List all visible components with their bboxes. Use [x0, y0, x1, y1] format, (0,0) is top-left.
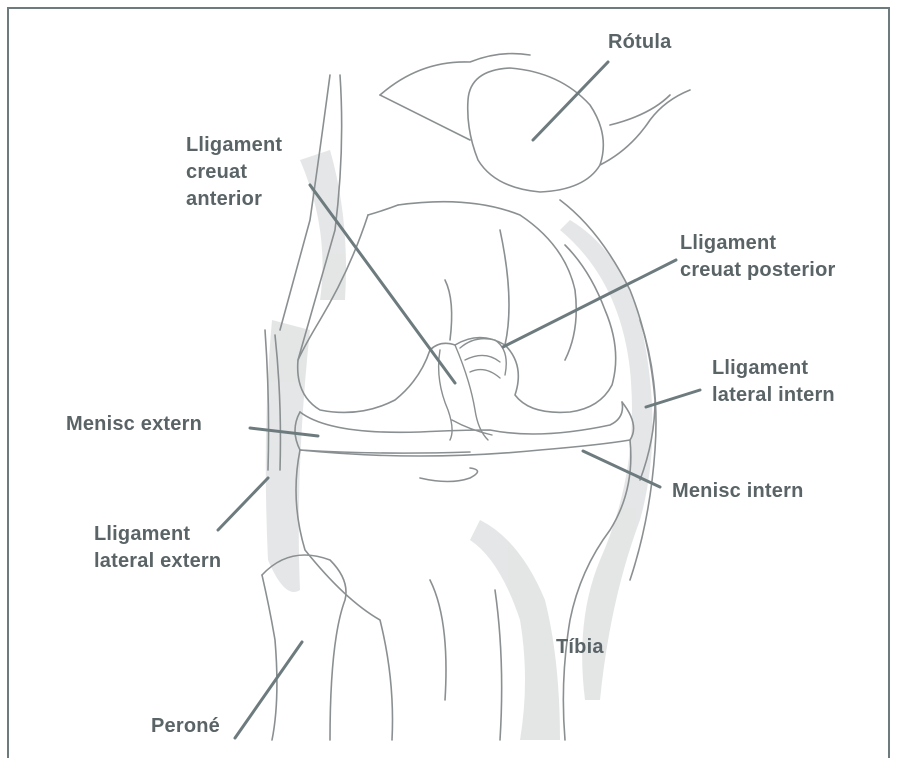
label-perone: Peroné: [151, 713, 220, 740]
fibula-outline: [262, 575, 277, 740]
label-lligament-lateral-intern: Lligament lateral intern: [712, 355, 835, 409]
label-tibia: Tíbia: [556, 634, 604, 661]
tibia-outline: [296, 450, 393, 740]
label-lligament-creuat-posterior: Lligament creuat posterior: [680, 230, 835, 284]
leader-rotula: [533, 62, 608, 140]
meniscus-outline: [300, 402, 623, 434]
label-menisc-intern: Menisc intern: [672, 478, 804, 505]
leader-lcp: [503, 260, 676, 347]
label-lligament-lateral-extern: Lligament lateral extern: [94, 521, 221, 575]
cruciate-ligaments: [439, 339, 507, 440]
leader-perone: [235, 642, 302, 738]
label-lligament-creuat-anterior: Lligament creuat anterior: [186, 132, 282, 213]
label-rotula: Rótula: [608, 29, 671, 56]
femur-outline: [298, 75, 455, 412]
leader-lle: [218, 478, 268, 530]
label-menisc-extern: Menisc extern: [66, 411, 202, 438]
